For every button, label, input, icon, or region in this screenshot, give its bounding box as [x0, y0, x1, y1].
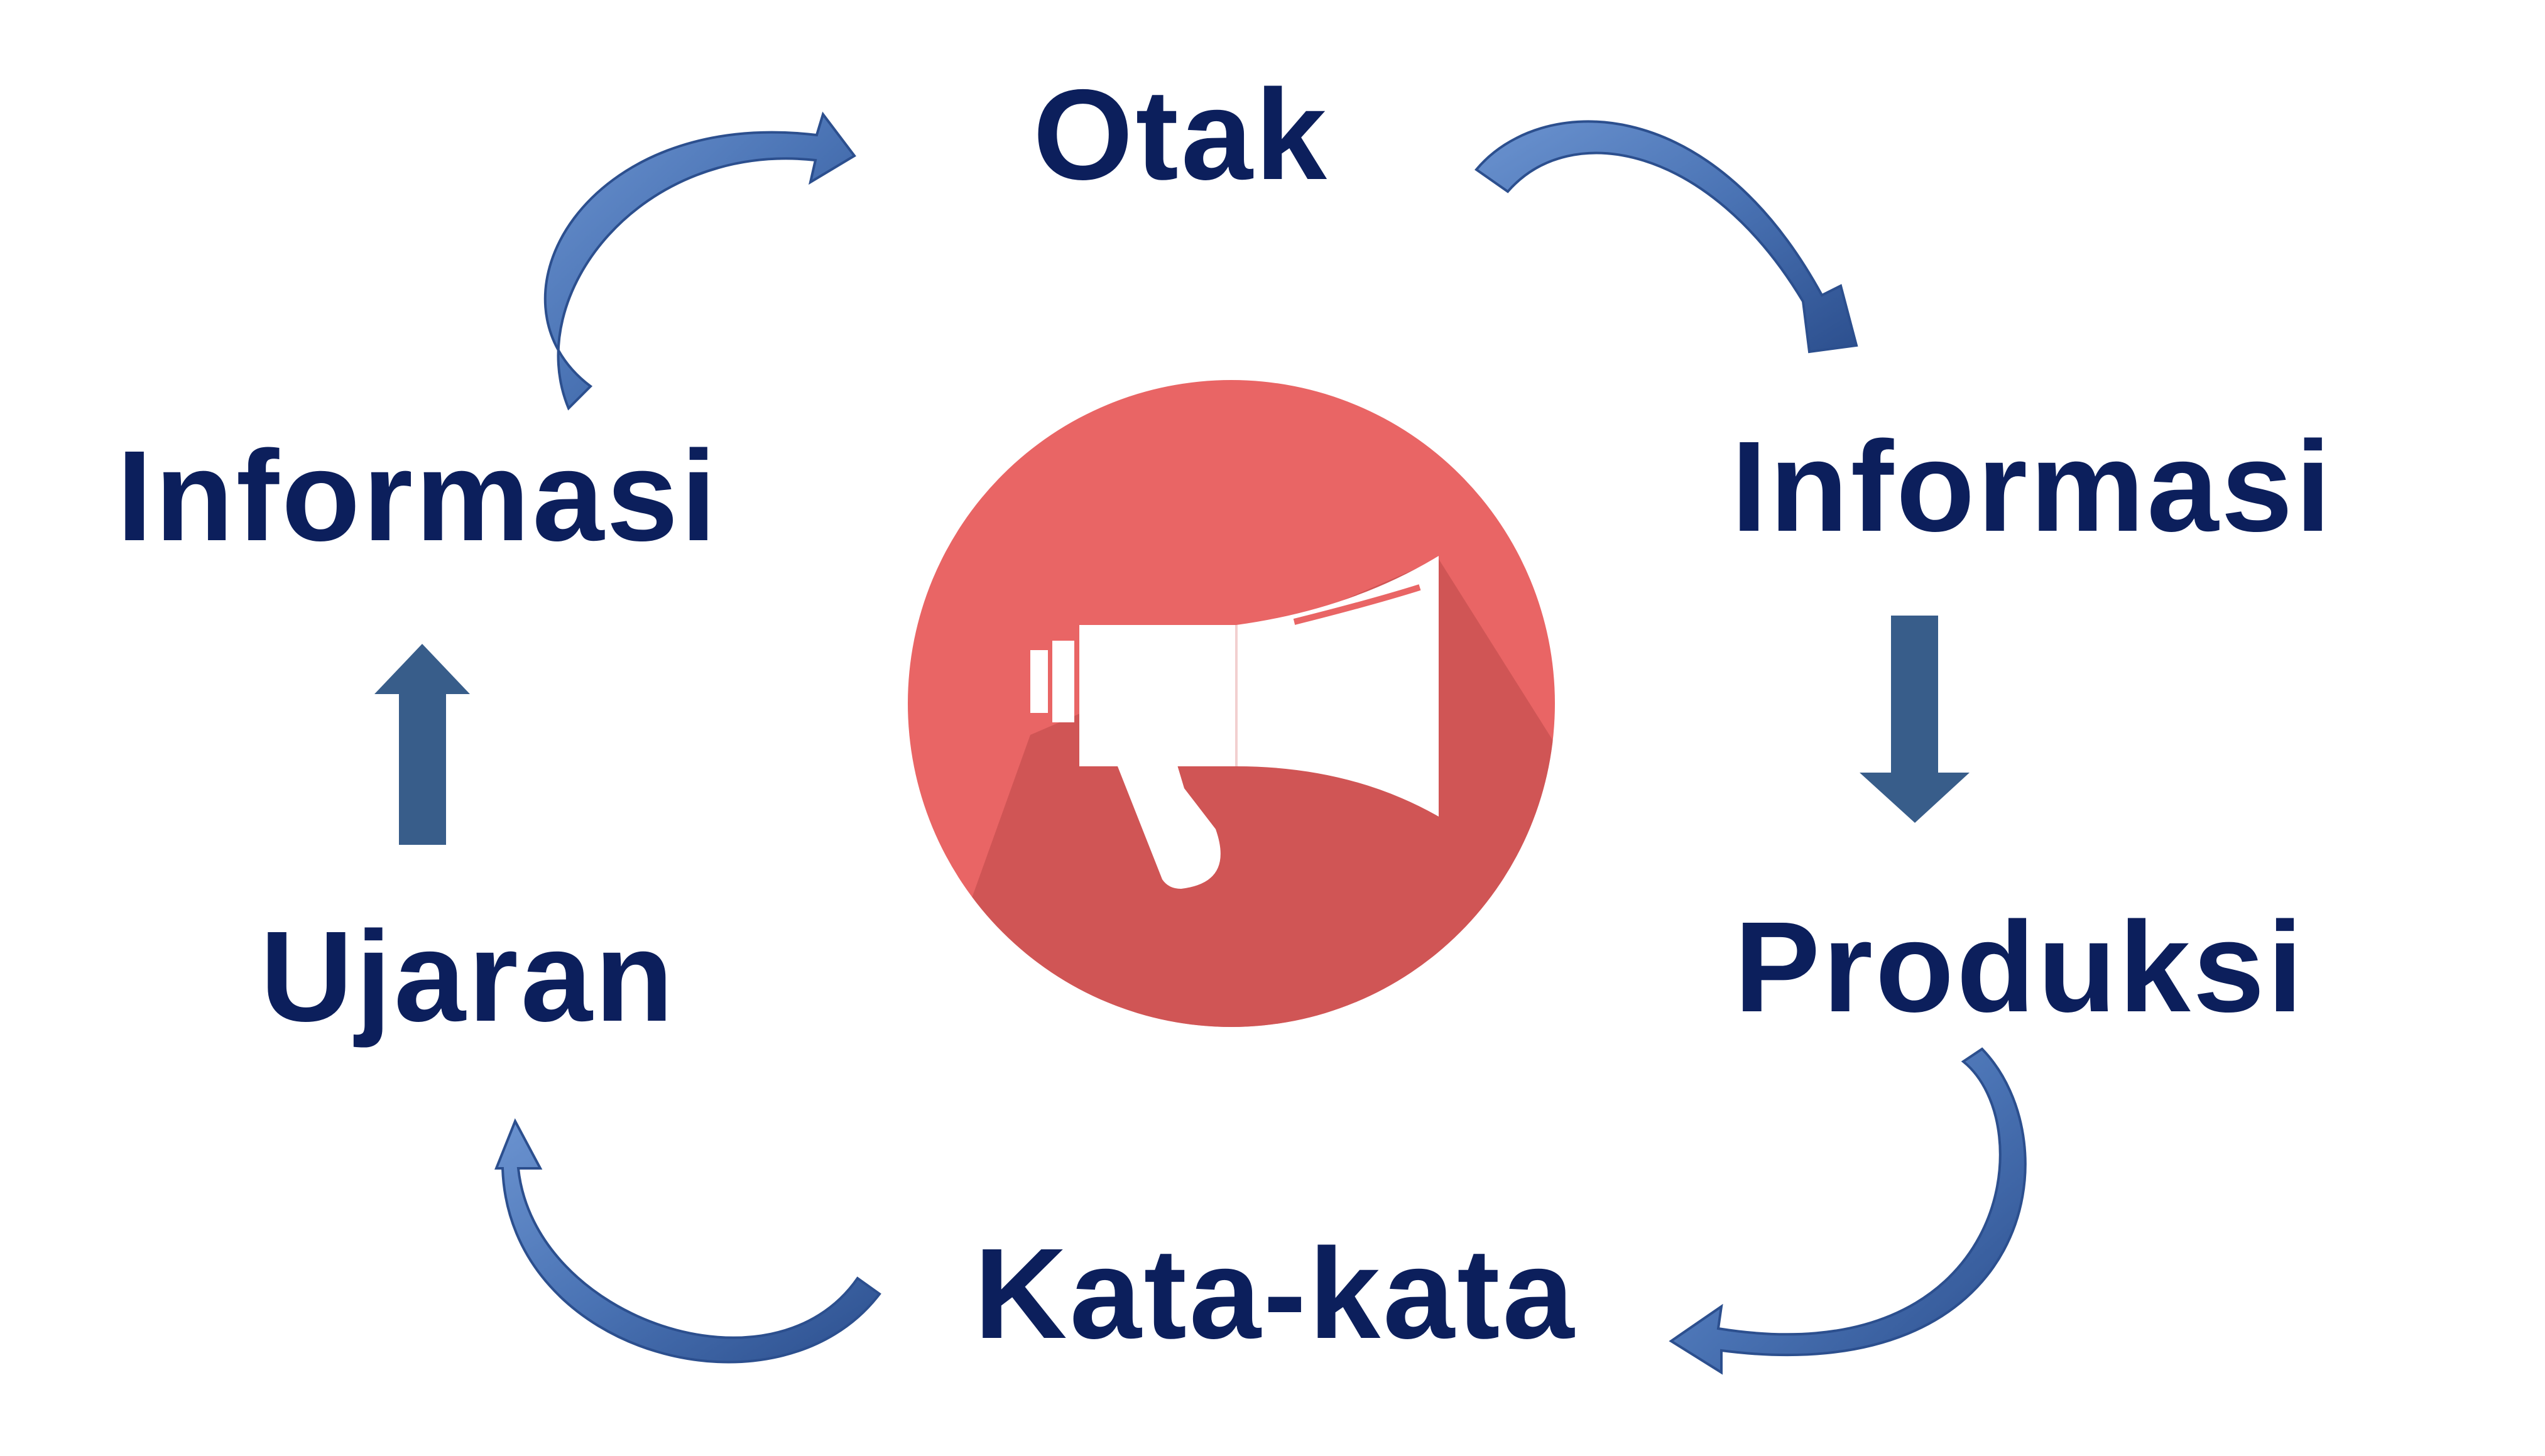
- node-produksi: Produksi: [1734, 895, 2305, 1039]
- node-otak: Otak: [1033, 63, 1329, 207]
- curved-arrow-otak-to-informasi: [1474, 120, 1858, 354]
- up-arrow-ujaran-to-informasi: [374, 644, 470, 845]
- down-arrow-informasi-to-produksi: [1860, 616, 1970, 823]
- node-kata-kata: Kata-kata: [974, 1222, 1577, 1366]
- node-ujaran: Ujaran: [260, 905, 676, 1048]
- megaphone-icon: [908, 380, 1555, 1027]
- curved-arrow-kata-kata-to-ujaran: [494, 1118, 881, 1364]
- node-informasi-left: Informasi: [117, 424, 719, 568]
- node-informasi-right: Informasi: [1731, 415, 2334, 558]
- curved-arrow-produksi-to-kata-kata: [1669, 1047, 2027, 1375]
- curved-arrow-informasi-to-otak: [543, 111, 856, 411]
